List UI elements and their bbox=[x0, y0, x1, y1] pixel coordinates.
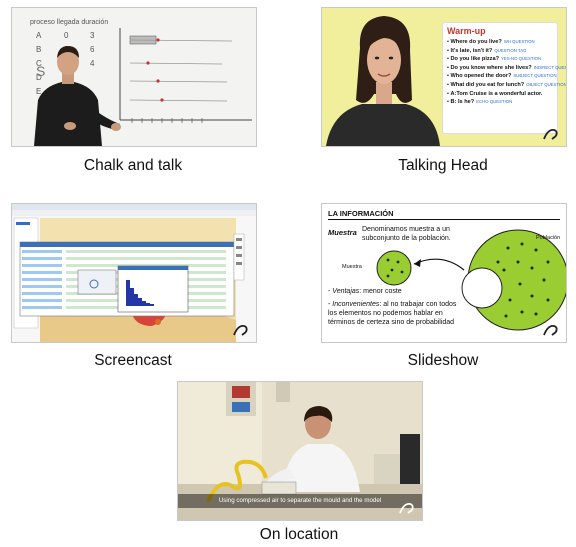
warmup-list: • Where do you live?WH QUESTION • It's la… bbox=[447, 38, 567, 107]
board-header: proceso llegada duración bbox=[30, 19, 108, 26]
board-cell: 4 bbox=[90, 59, 95, 68]
warmup-line-tag: WH QUESTION bbox=[503, 39, 535, 44]
board-cell: 3 bbox=[90, 31, 95, 40]
slide-inconvenientes: - Inconvenientes: al no trabajar con tod… bbox=[328, 301, 457, 326]
warmup-line-text: A:Tom Cruise is a wonderful actor. bbox=[450, 90, 543, 97]
warmup-line-tag: QUESTION TAG bbox=[494, 47, 527, 53]
warmup-line-text: It's late, isn't it? bbox=[450, 47, 493, 54]
desktop-screenshot bbox=[12, 204, 256, 342]
board-row: B bbox=[36, 45, 41, 54]
warmup-line-tag: OBJECT QUESTION bbox=[526, 81, 567, 87]
brand-logo-icon bbox=[543, 129, 558, 140]
label-poblacion: Población bbox=[536, 235, 561, 241]
warmup-title: Warm-up bbox=[447, 26, 486, 36]
slide-term: Muestra bbox=[328, 228, 357, 237]
warmup-line: • Do you know where she lives?INDIRECT Q… bbox=[447, 64, 566, 73]
talking-head-thumbnail: Warm-up • Where do you live?WH QUESTION•… bbox=[321, 7, 567, 147]
svg-text:S: S bbox=[36, 63, 45, 79]
board-row: A bbox=[36, 31, 42, 40]
sample-population-diagram bbox=[376, 229, 566, 331]
slide-ventajas: - Ventajas: menor coste bbox=[328, 288, 402, 295]
caption-talking-head: Talking Head bbox=[398, 157, 488, 174]
warmup-line-text: Do you like pizza? bbox=[450, 56, 500, 63]
brand-logo-icon bbox=[543, 325, 558, 336]
warmup-line-tag: INDIRECT QUESTION bbox=[533, 64, 567, 70]
warmup-line: • B: Is he?ECHO QUESTION bbox=[447, 99, 513, 106]
brand-logo-icon bbox=[233, 325, 248, 336]
warmup-line: • Where do you live?WH QUESTION bbox=[447, 39, 535, 45]
ventajas-text: : menor coste bbox=[359, 288, 402, 295]
board-row: E bbox=[36, 87, 41, 96]
presenter-figure bbox=[34, 46, 121, 146]
warmup-line: • It's late, isn't it?QUESTION TAG bbox=[447, 47, 527, 54]
warmup-line: • Who opened the door?SUBJECT QUESTION bbox=[447, 73, 557, 80]
board-row: D bbox=[36, 73, 42, 82]
board-row: C bbox=[36, 59, 42, 68]
lab-scene bbox=[178, 382, 422, 520]
warmup-line-tag: ECHO QUESTION bbox=[476, 99, 513, 105]
inconvenientes-label: Inconvenientes bbox=[332, 301, 380, 308]
caption-on-location: On location bbox=[259, 526, 339, 543]
caption-screencast: Screencast bbox=[94, 352, 172, 369]
caption-chalk-and-talk: Chalk and talk bbox=[83, 157, 183, 174]
on-location-thumbnail: Using compressed air to separate the mou… bbox=[177, 381, 423, 521]
board-cell: 0 bbox=[64, 31, 69, 40]
warmup-line-tag: YES-NO QUESTION bbox=[501, 56, 542, 62]
warmup-line: • Do you like pizza?YES-NO QUESTION bbox=[447, 56, 542, 63]
slide-definition: Denominamos muestra a un subconjunto de … bbox=[362, 226, 451, 242]
slideshow-thumbnail: LA INFORMACIÓN Muestra Denominamos muest… bbox=[321, 203, 567, 343]
slide-heading: LA INFORMACIÓN bbox=[328, 209, 560, 220]
caption-slideshow: Slideshow bbox=[407, 352, 479, 369]
board-cell: 6 bbox=[90, 45, 95, 54]
video-subtitle: Using compressed air to separate the mou… bbox=[218, 497, 382, 504]
chalk-thumbnail: proceso llegada duración A B C D E 0 3 4… bbox=[11, 7, 257, 147]
warmup-line-text: Who opened the door? bbox=[450, 73, 512, 80]
warmup-line: • What did you eat for lunch?OBJECT QUES… bbox=[447, 81, 567, 88]
brand-logo-icon bbox=[399, 503, 414, 514]
warmup-line-text: Where do you live? bbox=[450, 39, 502, 45]
ventajas-label: Ventajas bbox=[332, 288, 360, 295]
warmup-line-text: B: Is he? bbox=[450, 99, 475, 106]
warmup-line-text: Do you know where she lives? bbox=[450, 64, 532, 71]
screencast-thumbnail bbox=[11, 203, 257, 343]
label-muestra: Muestra bbox=[342, 264, 362, 270]
warmup-line-tag: SUBJECT QUESTION bbox=[513, 73, 557, 79]
warmup-line-text: What did you eat for lunch? bbox=[450, 81, 525, 88]
whiteboard-scene: proceso llegada duración A B C D E 0 3 4… bbox=[12, 8, 256, 146]
inconvenientes-text: : al no trabajar con todos los elementos… bbox=[328, 301, 457, 326]
warmup-line: • A:Tom Cruise is a wonderful actor. bbox=[447, 90, 543, 97]
warmup-panel: Warm-up • Where do you live?WH QUESTION•… bbox=[442, 22, 567, 134]
